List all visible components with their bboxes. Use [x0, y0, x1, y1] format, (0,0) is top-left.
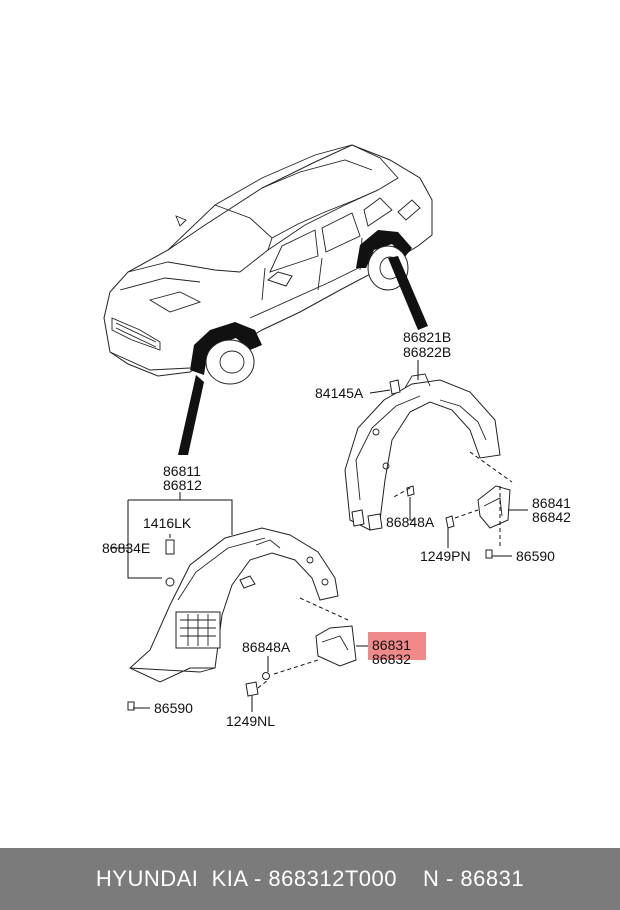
label-rear-flap-2: 86842	[532, 509, 571, 525]
label-front-screw: 86590	[154, 700, 193, 716]
label-rear-liner-2: 86822B	[403, 344, 451, 360]
front-leader-wedge	[178, 375, 204, 455]
label-rear-clip: 84145A	[315, 385, 364, 401]
label-front-fastener: 86834E	[102, 540, 150, 556]
label-front-bolt: 1249NL	[226, 713, 275, 729]
rear-wheel-liner	[344, 373, 501, 531]
footer-ref: N - 86831	[422, 866, 525, 891]
label-rear-nut: 86848A	[386, 514, 435, 530]
label-rear-liner-1: 86821B	[403, 329, 451, 345]
label-front-mudguard-2: 86832	[372, 651, 411, 667]
label-rear-bolt: 1249PN	[420, 548, 471, 564]
part-number-footer: HYUNDAI KIA - 868312T000 N - 86831	[0, 848, 620, 910]
rear-mud-flap	[477, 485, 511, 529]
label-rear-screw: 86590	[516, 548, 555, 564]
label-front-clip: 1416LK	[143, 515, 192, 531]
label-front-nut: 86848A	[242, 639, 291, 655]
parts-diagram: 86821B 86822B 84145A 86841 86842 86848A …	[102, 144, 571, 729]
label-front-liner-2: 86812	[163, 477, 202, 493]
label-front-liner-1: 86811	[163, 463, 201, 479]
footer-brand-part: HYUNDAI KIA - 868312T000	[95, 866, 397, 891]
label-rear-flap-1: 86841	[532, 495, 571, 511]
rear-leader-wedge	[388, 256, 428, 330]
label-front-mudguard-1: 86831	[372, 637, 411, 653]
car-illustration	[103, 144, 433, 385]
highlight-box	[368, 632, 426, 660]
front-fasteners	[127, 539, 270, 711]
front-wheel-liner	[129, 527, 339, 683]
front-mudguard	[315, 625, 357, 667]
